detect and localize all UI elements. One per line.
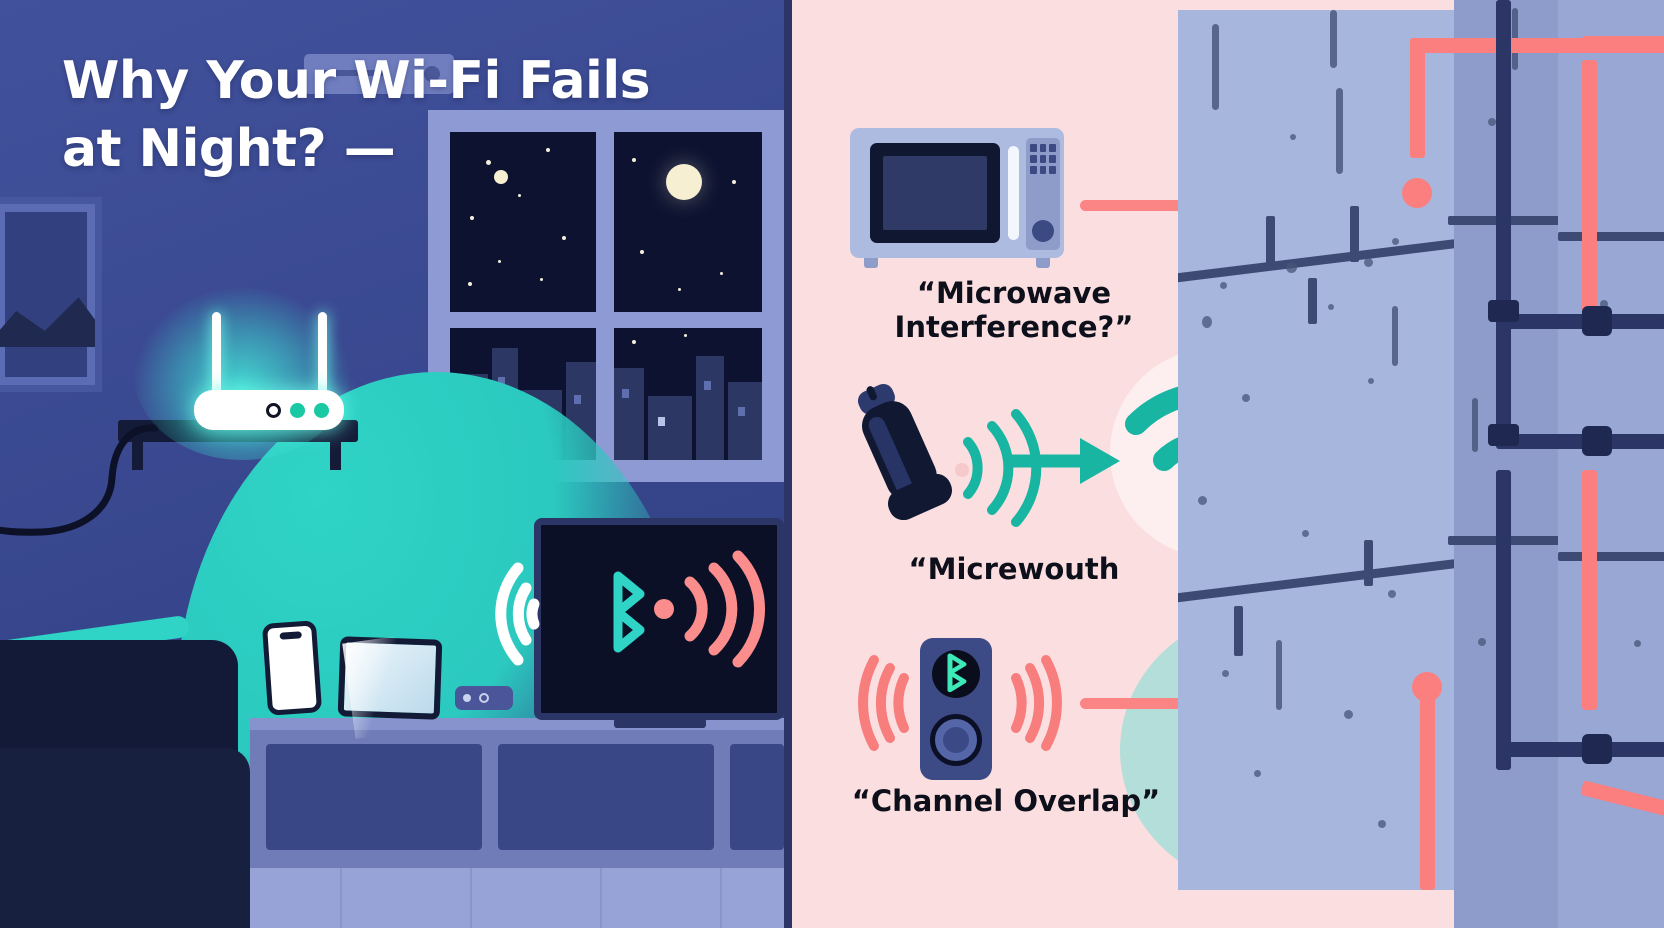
pipe-navy	[1496, 742, 1664, 757]
speaker-arcs-coral-right	[1011, 655, 1062, 751]
couch-seat	[0, 748, 250, 928]
tv-console	[250, 718, 784, 868]
router-led-active	[290, 403, 305, 418]
phone-signal-arcs-teal	[955, 409, 1042, 527]
concrete-brick-wall	[1178, 0, 1664, 928]
page-title: Why Your Wi-Fi Fails at Night? —	[62, 51, 651, 179]
pipe-coral	[1410, 38, 1425, 158]
console-cabinet	[730, 744, 784, 850]
console-cabinet	[498, 744, 714, 850]
router-power-cable	[0, 424, 159, 536]
panel-divider	[784, 0, 792, 928]
microwave-control-panel	[1026, 138, 1060, 250]
tv-screen	[534, 518, 784, 720]
router-body	[194, 390, 344, 430]
router-antenna	[212, 312, 221, 398]
bluetooth-glyph-icon	[613, 571, 645, 653]
router-glow	[134, 288, 350, 460]
couch-back	[0, 640, 238, 764]
microwave-keypad	[1030, 144, 1056, 184]
microwave-oven-icon	[850, 128, 1064, 268]
connector-line-speaker	[1080, 698, 1256, 709]
microwave-door	[870, 143, 1000, 243]
picture-frame	[0, 197, 102, 392]
moon	[666, 164, 702, 200]
label-microwave: “Microwave Interference?”	[844, 276, 1184, 344]
router-antenna	[318, 312, 327, 398]
interference-arcs-coral	[654, 550, 765, 668]
pipe-navy	[1496, 470, 1511, 770]
pipe-coral	[1420, 690, 1435, 890]
moon	[494, 170, 508, 184]
router-led-ring	[266, 403, 281, 418]
right-panel-interference-sources: “Microwave Interference?” “Micrewouth	[784, 0, 1664, 928]
pipe-coral	[1582, 60, 1597, 320]
bluetooth-glyph-icon	[947, 653, 967, 693]
pipe-navy	[1496, 434, 1664, 449]
pipe-joint-navy	[1582, 426, 1612, 456]
tablet	[337, 636, 443, 739]
speaker-woofer	[930, 714, 982, 766]
media-player	[304, 54, 454, 94]
pipe-coral	[1582, 36, 1664, 51]
cordless-phone-icon	[857, 383, 953, 520]
pipe-coral	[1582, 470, 1597, 710]
microwave-window	[883, 156, 987, 230]
microwave-handle	[1008, 146, 1019, 240]
pipe-navy	[1496, 0, 1511, 430]
connector-line-microwave	[1080, 200, 1256, 211]
label-channel-overlap-line1: “Channel Overlap”	[851, 784, 1161, 818]
window-pane-cityscape	[614, 328, 762, 460]
pipe-navy	[1496, 314, 1664, 329]
arrow-right-icon	[1010, 438, 1120, 484]
window-pane	[450, 132, 596, 312]
label-channel-overlap: “Channel Overlap”	[836, 784, 1176, 818]
label-cordless-phone: “Micrewouth	[844, 552, 1184, 586]
console-cabinet	[266, 744, 482, 850]
label-cordless-phone-line1: “Micrewouth	[908, 552, 1120, 586]
pipe-joint-navy	[1488, 424, 1519, 446]
bluetooth-speaker-icon	[920, 638, 992, 780]
label-microwave-line1: “Microwave	[916, 276, 1112, 310]
pipe-joint-navy	[1582, 306, 1612, 336]
wall-far-face	[1558, 0, 1664, 928]
pipe-joint-navy	[1582, 734, 1612, 764]
remote-control	[455, 686, 513, 710]
picture-frame-mat	[5, 212, 87, 377]
window-pane	[614, 132, 762, 312]
left-panel-night-room: Why Your Wi-Fi Fails at Night? —	[0, 0, 784, 928]
couch	[0, 614, 270, 928]
wall-front-face	[1178, 10, 1468, 890]
wifi-arcs-white	[495, 562, 540, 666]
pipe-cap-coral	[1402, 178, 1432, 208]
microwave-dial	[1032, 220, 1054, 242]
router-led-active	[314, 403, 329, 418]
label-microwave-line2: Interference?”	[894, 310, 1134, 345]
pipe-joint-navy	[1488, 300, 1519, 322]
smartphone	[261, 620, 323, 716]
tv-stand	[614, 718, 706, 728]
speaker-arcs-coral-left	[858, 655, 909, 751]
speaker-bluetooth-badge	[932, 650, 980, 698]
